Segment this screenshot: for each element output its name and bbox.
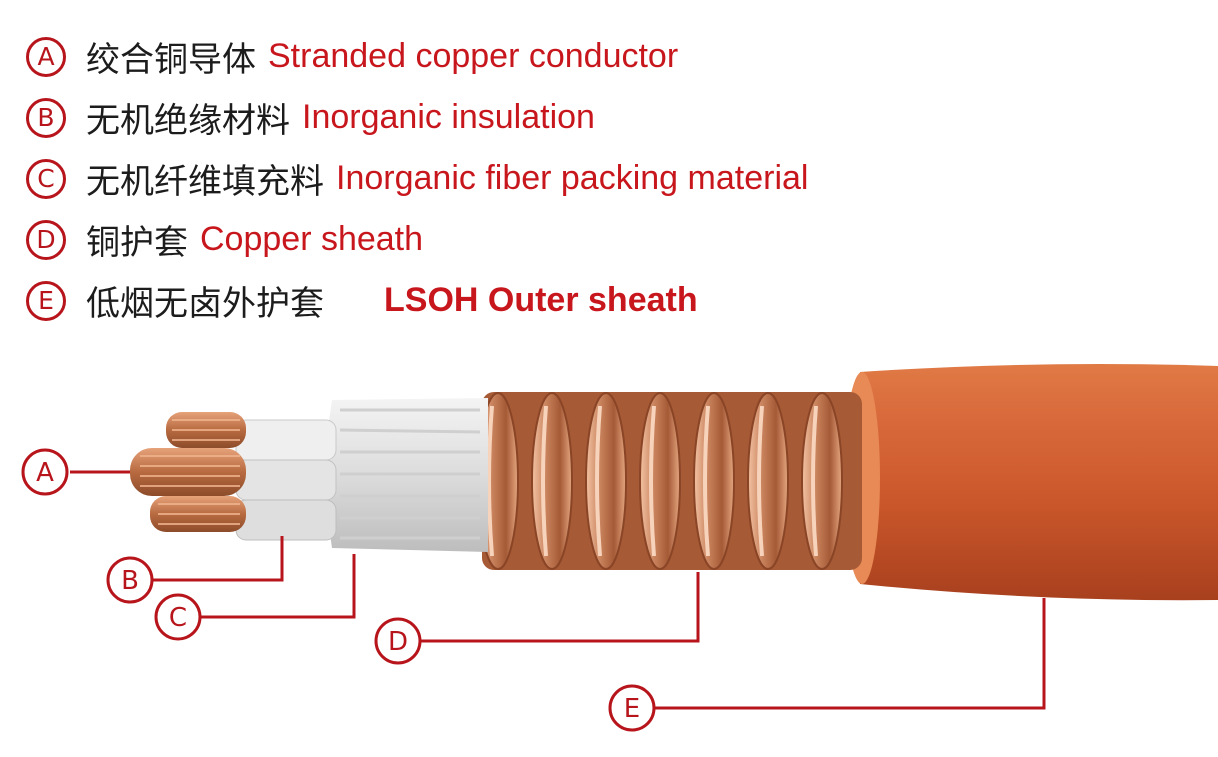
svg-text:C: C bbox=[169, 603, 187, 633]
legend-chinese-label: 铜护套 bbox=[86, 223, 188, 263]
legend-marker: B bbox=[26, 97, 66, 138]
callout-b: B bbox=[106, 556, 154, 604]
legend-english-label: Inorganic insulation bbox=[302, 98, 595, 136]
copper-sheath bbox=[477, 392, 862, 570]
copper-rib bbox=[747, 392, 789, 570]
legend-chinese-label: 无机绝缘材料 bbox=[86, 101, 290, 141]
leader-lines bbox=[70, 470, 1046, 710]
svg-text:E: E bbox=[624, 694, 640, 724]
callout-c: C bbox=[154, 593, 202, 641]
copper-rib bbox=[801, 392, 843, 570]
legend-english-label: Inorganic fiber packing material bbox=[336, 159, 809, 197]
svg-text:A: A bbox=[36, 458, 54, 488]
copper-rib bbox=[639, 392, 681, 570]
copper-rib-highlight bbox=[541, 405, 548, 557]
copper-rib bbox=[585, 392, 627, 570]
svg-text:D: D bbox=[388, 627, 408, 657]
legend-item-c: C 无机纤维填充料 Inorganic fiber packing materi… bbox=[26, 148, 808, 209]
copper-rib bbox=[531, 392, 573, 570]
legend-item-d: D 铜护套 Copper sheath bbox=[26, 209, 808, 270]
leader-line-d bbox=[420, 572, 700, 643]
legend-marker: E bbox=[26, 280, 66, 321]
outer-sheath bbox=[844, 364, 1218, 601]
copper-rib bbox=[693, 392, 735, 570]
copper-conductor bbox=[130, 412, 246, 532]
copper-rib-highlight bbox=[757, 405, 764, 557]
legend-marker: C bbox=[26, 158, 66, 199]
legend-english-label: Copper sheath bbox=[200, 220, 424, 258]
copper-rib-highlight bbox=[487, 405, 494, 557]
insulation-layer bbox=[235, 419, 337, 541]
callout-a: A bbox=[21, 448, 69, 496]
copper-rib-highlight bbox=[703, 405, 710, 557]
leader-line-c bbox=[200, 554, 356, 619]
legend-item-a: A 绞合铜导体 Stranded copper conductor bbox=[26, 26, 808, 87]
legend-marker: A bbox=[26, 36, 66, 77]
legend: A 绞合铜导体 Stranded copper conductor B 无机绝缘… bbox=[26, 26, 808, 331]
legend-item-b: B 无机绝缘材料 Inorganic insulation bbox=[26, 87, 808, 148]
legend-marker: D bbox=[26, 219, 66, 260]
legend-english-label: LSOH Outer sheath bbox=[384, 281, 698, 319]
fiber-packing bbox=[326, 398, 488, 552]
legend-item-e: E 低烟无卤外护套 LSOH Outer sheath bbox=[26, 270, 808, 331]
copper-rib-highlight bbox=[595, 405, 602, 557]
legend-chinese-label: 绞合铜导体 bbox=[86, 40, 256, 80]
legend-chinese-label: 低烟无卤外护套 bbox=[86, 284, 324, 324]
copper-rib-highlight bbox=[649, 405, 656, 557]
callout-d: D bbox=[374, 617, 422, 665]
callout-e: E bbox=[608, 684, 656, 732]
copper-rib-highlight bbox=[811, 405, 818, 557]
leader-line-e bbox=[654, 598, 1046, 710]
svg-text:B: B bbox=[121, 566, 139, 596]
legend-english-label: Stranded copper conductor bbox=[268, 37, 679, 75]
legend-chinese-label: 无机纤维填充料 bbox=[86, 162, 324, 202]
leader-line-b bbox=[152, 536, 284, 582]
